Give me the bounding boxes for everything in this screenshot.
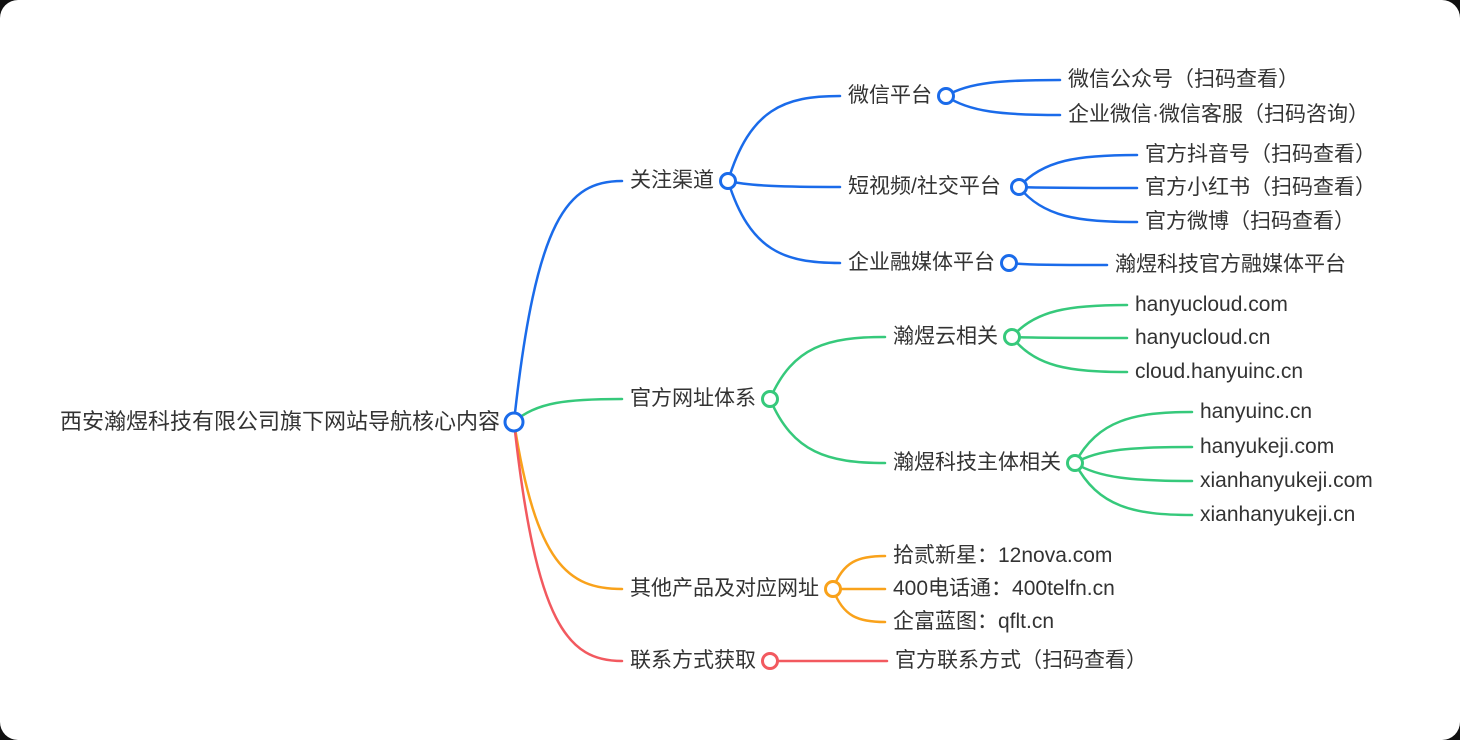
node-hanyucloud-cn[interactable]: hanyucloud.cn [1135, 326, 1271, 349]
node-enterprise-media[interactable]: 企业融媒体平台 [848, 251, 995, 274]
node-douyin[interactable]: 官方抖音号（扫码查看） [1145, 143, 1376, 166]
connector-follow-channels[interactable] [719, 172, 737, 190]
edge-follow-to-short-video [726, 179, 842, 189]
edge-root-to-official-websites [512, 397, 624, 424]
edge-cloud-to-hanyucloud-com [1010, 303, 1129, 339]
edge-follow-to-wechat-platform [726, 94, 842, 183]
connector-wechat-platform[interactable] [937, 87, 955, 105]
connector-hanyu-cloud[interactable] [1003, 328, 1021, 346]
connector-root[interactable] [503, 411, 525, 433]
edge-root-to-other-products [512, 420, 624, 591]
edge-websites-to-hanyu-tech-main [768, 397, 887, 465]
edge-root-to-contact [512, 420, 624, 663]
connector-official-websites[interactable] [761, 390, 779, 408]
connector-hanyu-tech-main[interactable] [1066, 454, 1084, 472]
node-short-video-social[interactable]: 短视频/社交平台 [848, 175, 1001, 198]
edge-shortvideo-to-weibo [1017, 185, 1139, 224]
edge-media-to-hanyu-media-platform [1007, 261, 1109, 267]
node-wechat-official-account[interactable]: 微信公众号（扫码查看） [1068, 68, 1299, 91]
edge-cloud-to-hanyucloud-cn [1010, 335, 1129, 340]
connector-enterprise-media[interactable] [1000, 254, 1018, 272]
edge-main-to-hanyukeji-com [1073, 445, 1194, 465]
node-contact-info[interactable]: 联系方式获取 [630, 649, 756, 672]
edge-follow-to-enterprise-media [726, 179, 842, 265]
edge-root-to-follow-channels [512, 179, 624, 424]
node-hanyu-media-platform[interactable]: 瀚煜科技官方融媒体平台 [1115, 253, 1346, 276]
edge-products-to-12nova [831, 554, 887, 591]
edge-main-to-xianhanyukeji-com [1073, 461, 1194, 483]
connector-contact[interactable] [761, 652, 779, 670]
edge-websites-to-hanyu-cloud [768, 335, 887, 401]
edge-shortvideo-to-douyin [1017, 153, 1139, 189]
node-xiaohongshu[interactable]: 官方小红书（扫码查看） [1145, 176, 1376, 199]
edge-products-to-qflt [831, 587, 887, 624]
edge-main-to-xianhanyukeji-cn [1073, 461, 1194, 517]
node-xianhanyukeji-cn[interactable]: xianhanyukeji.cn [1200, 503, 1356, 526]
edge-shortvideo-to-xiaohongshu [1017, 185, 1139, 190]
edge-cloud-to-cloud-hanyuinc-cn [1010, 335, 1129, 374]
node-qflt[interactable]: 企富蓝图：qflt.cn [893, 610, 1055, 633]
node-hanyu-tech-main[interactable]: 瀚煜科技主体相关 [893, 451, 1061, 474]
edge-wechat-to-wecom-service [944, 94, 1062, 117]
node-wechat-platform[interactable]: 微信平台 [848, 84, 932, 107]
node-hanyukeji-com[interactable]: hanyukeji.com [1200, 435, 1335, 458]
node-12nova[interactable]: 拾贰新星：12nova.com [893, 544, 1113, 567]
connector-short-video[interactable] [1010, 178, 1028, 196]
node-hanyuinc-cn[interactable]: hanyuinc.cn [1200, 400, 1313, 423]
connector-other-products[interactable] [824, 580, 842, 598]
edge-wechat-to-official-account [944, 78, 1062, 98]
node-follow-channels[interactable]: 关注渠道 [630, 169, 714, 192]
node-weibo[interactable]: 官方微博（扫码查看） [1145, 210, 1355, 233]
node-official-contact[interactable]: 官方联系方式（扫码查看） [895, 649, 1147, 672]
node-wecom-service[interactable]: 企业微信·微信客服（扫码咨询） [1068, 103, 1369, 126]
node-root[interactable]: 西安瀚煜科技有限公司旗下网站导航核心内容 [60, 409, 501, 434]
node-other-products[interactable]: 其他产品及对应网址 [630, 577, 819, 600]
node-official-websites[interactable]: 官方网址体系 [630, 387, 756, 410]
edge-main-to-hanyuinc-cn [1073, 410, 1194, 465]
node-xianhanyukeji-com[interactable]: xianhanyukeji.com [1200, 469, 1373, 492]
node-cloud-hanyuinc-cn[interactable]: cloud.hanyuinc.cn [1135, 360, 1304, 383]
node-hanyu-cloud-related[interactable]: 瀚煜云相关 [893, 325, 998, 348]
node-400telfn[interactable]: 400电话通：400telfn.cn [893, 577, 1115, 600]
node-hanyucloud-com[interactable]: hanyucloud.com [1135, 293, 1288, 316]
